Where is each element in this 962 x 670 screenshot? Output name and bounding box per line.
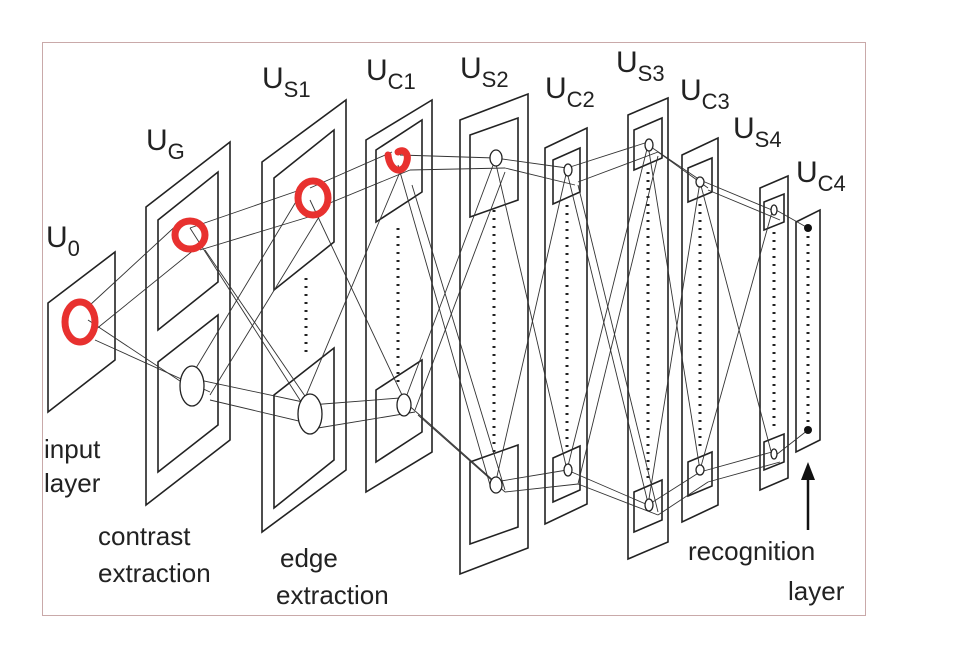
layer-subplane-us2-top bbox=[469, 116, 519, 219]
layer-subplane-uc2-bottom bbox=[552, 444, 581, 504]
layer-plane-us4 bbox=[759, 174, 789, 492]
caption-recognition-line2: layer bbox=[788, 576, 845, 606]
layer-subplane-us3-bottom bbox=[633, 478, 663, 534]
layer-label-us4: US4 bbox=[733, 112, 782, 152]
caption-contrast-line1: contrast bbox=[98, 521, 191, 551]
highlight-mark-us1 bbox=[294, 177, 332, 219]
highlight-marks bbox=[61, 147, 411, 346]
caption-edge-line1: edge bbox=[280, 543, 338, 573]
caption-recognition-line1: recognition bbox=[688, 536, 815, 566]
caption-input-line2: layer bbox=[44, 468, 101, 498]
layer-subplane-us4-top bbox=[763, 192, 785, 232]
layer-subplane-us1-top bbox=[273, 128, 335, 292]
layer-subplane-ug-bottom bbox=[157, 313, 219, 474]
caption-edge-line2: extraction bbox=[276, 580, 389, 610]
layer-subplane-ug-top bbox=[157, 170, 219, 332]
recognition-dot-top bbox=[804, 224, 812, 232]
caption-input-line1: input bbox=[44, 434, 101, 464]
layer-label-u0: U0 bbox=[46, 221, 80, 261]
layer-label-us2: US2 bbox=[460, 52, 509, 92]
layer-subplane-us2-bottom bbox=[469, 443, 519, 546]
cell-circles bbox=[179, 138, 778, 512]
layer-plane-uc3 bbox=[681, 136, 719, 524]
connection-lines bbox=[87, 141, 809, 516]
layer-plane-uc2 bbox=[544, 126, 588, 526]
layer-subplane-uc1-bottom bbox=[375, 358, 423, 464]
highlight-mark-ug bbox=[171, 217, 209, 253]
layer-plane-us2 bbox=[459, 92, 529, 576]
layer-label-uc4: UC4 bbox=[796, 156, 846, 196]
layer-subplane-uc1-top bbox=[375, 118, 423, 224]
layer-plane-u0 bbox=[47, 250, 116, 414]
highlight-mark-input bbox=[61, 298, 99, 346]
layer-subplane-us3-top bbox=[633, 116, 663, 172]
layer-label-uc1: UC1 bbox=[366, 54, 416, 94]
layer-label-ug: UG bbox=[146, 124, 185, 164]
highlight-mark-uc1 bbox=[384, 147, 411, 174]
layer-subplane-us4-bottom bbox=[763, 432, 785, 472]
layer-plane-us3 bbox=[627, 96, 669, 561]
layer-label-uc3: UC3 bbox=[680, 74, 730, 114]
layer-label-us1: US1 bbox=[262, 62, 311, 102]
layer-plane-uc4 bbox=[795, 208, 821, 454]
caption-contrast-line2: extraction bbox=[98, 558, 211, 588]
layer-label-us3: US3 bbox=[616, 46, 665, 86]
recognition-dot-bottom bbox=[804, 426, 812, 434]
recognition-arrow bbox=[801, 462, 815, 530]
layer-plane-uc1 bbox=[365, 98, 433, 494]
layer-plane-us1 bbox=[261, 98, 347, 534]
diagram-frame bbox=[42, 42, 866, 616]
layer-subplane-us1-bottom bbox=[273, 346, 335, 510]
layer-plane-ug bbox=[145, 140, 231, 507]
layer-label-uc2: UC2 bbox=[545, 72, 595, 112]
